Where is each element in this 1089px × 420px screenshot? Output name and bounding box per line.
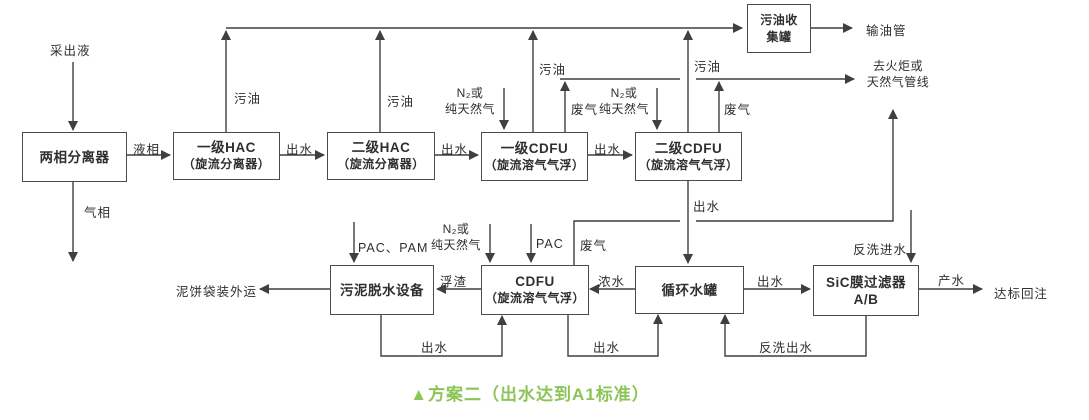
label-mud-cake-out: 泥饼袋装外运 [176,285,258,299]
box-title: 二级HAC [351,140,411,155]
label-n2-or: N₂或 [610,86,638,100]
label-n2-or: N₂或 [442,222,470,236]
box-oil-collect-tank: 污油收 集罐 [747,4,811,53]
label-pure-natural-gas: 纯天然气 [598,102,649,116]
label-backwash-outlet: 反洗出水 [759,341,814,355]
label-waste-gas: 废气 [571,103,599,117]
label-produced-liquid: 采出液 [50,44,91,58]
box-title: SiC膜过滤器 [825,274,906,290]
box-subtitle: 集罐 [766,29,792,44]
label-outlet-water: 出水 [693,200,721,214]
label-liquid-phase: 液相 [133,143,161,157]
label-to-flare-line1: 去火炬或 [872,59,923,73]
box-hac-stage1: 一级HAC （旋流分离器） [173,132,280,180]
box-hac-stage2: 二级HAC （旋流分离器） [327,132,435,180]
label-waste-gas: 废气 [580,239,608,253]
box-two-phase-separator: 两相分离器 [22,132,127,182]
box-subtitle: A/B [853,291,879,307]
label-n2-or: N₂或 [456,86,484,100]
box-title: 污泥脱水设备 [340,282,424,298]
box-subtitle: （旋流溶气气浮） [638,157,739,172]
label-outlet-water: 出水 [421,341,449,355]
label-gas-phase: 气相 [84,206,112,220]
box-sic-membrane-filter: SiC膜过滤器 A/B [813,265,919,316]
label-waste-oil: 污油 [387,95,415,109]
label-n2-or-natural-gas: N₂或 纯天然气 [437,85,503,117]
label-waste-oil: 污油 [539,63,567,77]
box-subtitle: （旋流分离器） [182,157,271,171]
box-circulating-tank: 循环水罐 [635,266,744,314]
box-cdfu-stage1: 一级CDFU （旋流溶气气浮） [481,132,588,181]
label-product-water: 产水 [938,274,966,288]
box-sludge-dewatering: 污泥脱水设备 [330,265,434,315]
box-subtitle: （旋流溶气气浮） [484,291,585,305]
label-waste-gas: 废气 [724,103,752,117]
label-outlet-water: 出水 [441,143,469,157]
label-outlet-water: 出水 [593,341,621,355]
label-pure-natural-gas: 纯天然气 [444,102,495,116]
box-title: 循环水罐 [661,282,718,298]
box-subtitle: （旋流分离器） [337,157,425,171]
box-title: 污油收 [760,12,798,27]
box-title: 两相分离器 [39,149,110,165]
box-title: 一级CDFU [500,140,569,156]
label-n2-or-natural-gas: N₂或 纯天然气 [591,85,657,117]
diagram-caption: ▲方案二（出水达到A1标准） [410,385,650,404]
label-concentrated-water: 浓水 [598,275,626,289]
label-pac-pam: PAC、PAM [358,241,429,255]
label-outlet-water: 出水 [286,143,314,157]
label-standard-reinjection: 达标回注 [994,287,1049,301]
box-subtitle: （旋流溶气气浮） [484,157,585,172]
label-to-flare-or-gas-line: 去火炬或 天然气管线 [858,58,938,90]
box-title: 二级CDFU [654,140,723,156]
label-to-flare-line2: 天然气管线 [866,75,930,89]
label-backwash-inlet: 反洗进水 [853,243,908,257]
label-oil-pipeline: 输油管 [866,24,907,38]
label-waste-oil: 污油 [234,92,262,106]
box-title: CDFU [515,274,555,289]
label-n2-or-natural-gas: N₂或 纯天然气 [423,221,489,253]
box-title: 一级HAC [197,140,256,155]
box-cdfu-stage2: 二级CDFU （旋流溶气气浮） [635,132,742,181]
label-scum: 浮渣 [440,275,468,289]
label-outlet-water: 出水 [757,275,785,289]
box-cdfu-sludge: CDFU （旋流溶气气浮） [481,265,589,315]
label-pure-natural-gas: 纯天然气 [430,238,481,252]
label-waste-oil: 污油 [694,60,722,74]
label-pac: PAC [536,237,564,251]
label-outlet-water: 出水 [594,143,622,157]
